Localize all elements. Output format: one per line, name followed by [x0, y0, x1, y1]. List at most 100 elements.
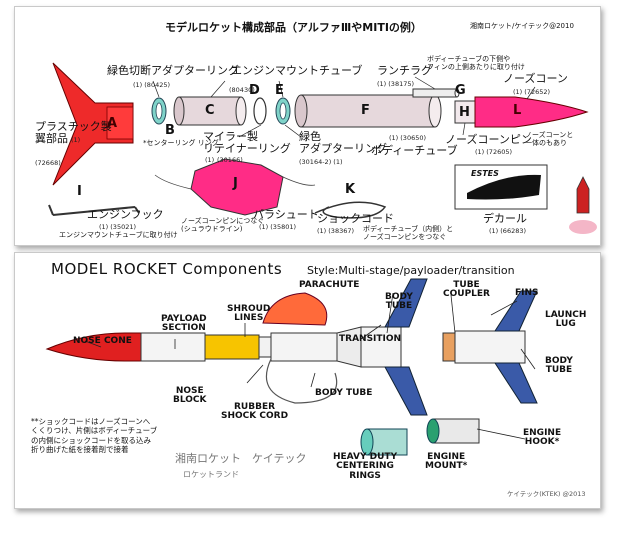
num-a: (72668) [35, 159, 61, 167]
nose-cone-l [474, 96, 589, 128]
label-d: エンジンマウントチューブ [231, 64, 363, 77]
nose-block-shape [258, 336, 272, 358]
label-nose-block: NOSE BLOCK [173, 386, 207, 406]
launch-lug-g [412, 88, 460, 98]
label-i: エンジンフック [87, 208, 164, 221]
engine-hook-i [48, 204, 140, 216]
bottom-leader-lines [84, 292, 536, 440]
fin-assembly-a [52, 62, 134, 186]
label-body-tube-top: BODY TUBE [385, 292, 413, 312]
label-l: ノーズコーン [503, 72, 568, 85]
num-f: (1) (30650) [389, 134, 427, 142]
shock-cord-shape [265, 358, 338, 404]
label-decal: デカール [483, 212, 527, 225]
num-decal: (1) (66283) [489, 227, 527, 235]
top-diagram-drawing [48, 62, 597, 234]
label-green-adapter: 緑色 アダプターリング [299, 130, 387, 156]
booster-fin-lower-shape [494, 362, 538, 404]
num-b: (1) (80425) [133, 81, 171, 89]
label-engine-mount: ENGINE MOUNT* [425, 452, 468, 472]
letter-g: G [455, 83, 466, 98]
booster-tube-shape [360, 326, 402, 368]
parachute-shape [262, 292, 328, 326]
letter-k: K [345, 182, 356, 197]
label-parachute: PARACHUTE [299, 280, 360, 290]
label-launch-lug: LAUNCH LUG [545, 310, 587, 330]
num-g: (1) (38175) [377, 80, 415, 88]
body-tube-f [294, 94, 442, 128]
num-k: (1) (38367) [317, 227, 355, 235]
ring-e [275, 97, 291, 125]
label-b: 緑色切断アダプターリング [107, 64, 239, 77]
engine-mount-ring [426, 418, 440, 444]
letter-j: J [233, 176, 238, 191]
letter-e: E [275, 83, 284, 98]
label-tube-coupler: TUBE COUPLER [443, 280, 490, 300]
num-mylar: (30166) [217, 156, 243, 164]
lower-body-tube-shape [454, 330, 526, 364]
letter-f: F [361, 103, 370, 118]
leader-lines [152, 76, 536, 138]
top-diagram-panel: モデルロケット構成部品（アルファⅢやMITIの例） 湘南ロケット/ケイテック@2… [14, 6, 601, 246]
note-k: ボディーチューブ（内側）と ノーズコーンピンをつなぐ [363, 225, 454, 242]
booster-fin-upper-shape [494, 290, 538, 332]
payload-tube-shape [140, 332, 206, 362]
label-a: プラスチック製 翼部品 [35, 120, 112, 145]
decal-brand: ESTES [471, 169, 499, 178]
label-g: ランチラグ [377, 64, 432, 77]
bottom-title: MODEL ROCKET Components [51, 260, 283, 278]
num-h: (1) (72605) [475, 148, 513, 156]
label-k: ショックコード [317, 212, 394, 225]
transition-shape [336, 326, 362, 368]
payload-coupler-shape [204, 334, 260, 360]
sub-b: *センターリング リング [143, 139, 219, 147]
letter-b: B [165, 123, 175, 138]
label-engine-hook: ENGINE HOOK* [523, 428, 562, 448]
label-fins: FINS [515, 288, 539, 298]
letter-l: L [513, 103, 522, 118]
letter-i: I [77, 184, 82, 199]
parachute-j [154, 158, 316, 216]
label-mylar: マイラー製 リテイナーリング [203, 130, 291, 156]
letter-c: C [205, 103, 215, 118]
label-j: パラシュート [253, 208, 319, 221]
lower-fin-shape [384, 366, 428, 416]
label-payload: PAYLOAD SECTION [161, 314, 207, 334]
letter-d: D [249, 83, 260, 98]
engine-mount-tube-c [173, 96, 247, 126]
centering-ring-front [360, 428, 374, 456]
label-h: ノーズコーンピン [445, 133, 532, 146]
label-centering-rings: HEAVY DUTY CENTERING RINGS [333, 452, 398, 481]
num-i: (1) (35021) [99, 223, 137, 231]
brand-jp: 湘南ロケット ケイテック [175, 452, 307, 465]
label-f: ボディーチューブ [371, 144, 458, 157]
body-tube-shape [270, 332, 338, 362]
rocket-logo [569, 176, 597, 234]
decal-sheet [454, 164, 548, 210]
num-green-adapter: (30164-2) (1) [299, 158, 343, 166]
label-nose-cone: NOSE CONE [73, 336, 132, 346]
num-j: (1) (35801) [259, 223, 297, 231]
num-extra-mylar: (1) [205, 156, 215, 164]
num-l: (1) (72652) [513, 88, 551, 96]
letter-h: H [459, 105, 470, 120]
upper-fin-shape [384, 278, 428, 328]
shock-cord-k [314, 201, 387, 219]
letter-a: A [107, 116, 118, 131]
label-shroud: SHROUD LINES [227, 304, 271, 324]
bottom-diagram-drawing [45, 278, 538, 456]
engine-mount-shape [432, 418, 480, 444]
label-body-tube-right: BODY TUBE [545, 356, 573, 376]
brand-sub: ロケットランド [183, 470, 239, 479]
num-extra-a: (1) [71, 136, 81, 144]
label-transition: TRANSITION [339, 334, 402, 344]
top-credit: 湘南ロケット/ケイテック@2010 [470, 22, 574, 30]
note-i: エンジンマウントチューブに取り付け [59, 231, 178, 239]
bottom-diagram-panel: MODEL ROCKET Components Style:Multi-stag… [14, 252, 601, 509]
adapter-ring-b [151, 97, 167, 125]
note-h: ノーズコーンと 一体のもあり [525, 131, 574, 148]
num-c: (80430) [229, 86, 255, 94]
bottom-style: Style:Multi-stage/payloader/transition [307, 264, 515, 277]
top-title: モデルロケット構成部品（アルファⅢやMITIの例） [165, 21, 422, 34]
label-rubber-shock-cord: RUBBER SHOCK CORD [221, 402, 289, 422]
